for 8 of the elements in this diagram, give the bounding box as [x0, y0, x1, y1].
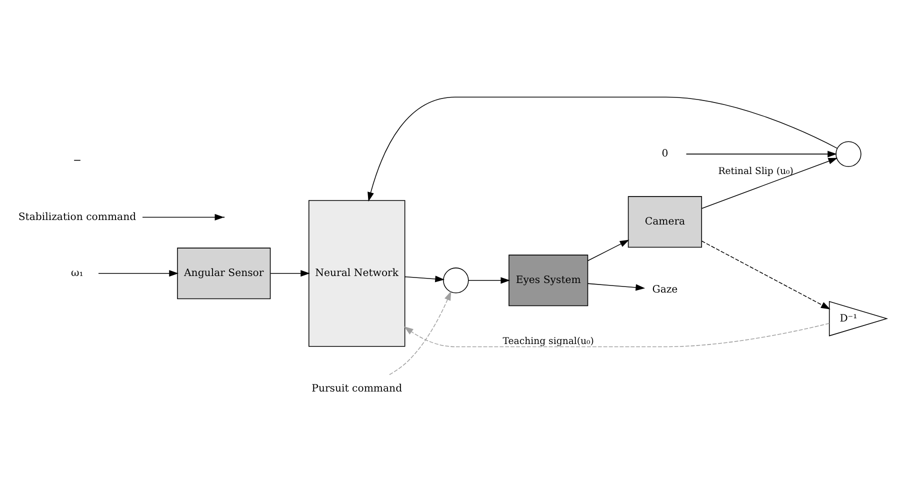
node-text: ω₁ — [71, 268, 84, 279]
node-text: Pursuit command — [312, 382, 402, 394]
edge-label: Retinal Slip (u₀) — [718, 166, 794, 177]
label: − — [72, 155, 82, 166]
node-text: 0 — [662, 148, 668, 160]
node-text: Gaze — [652, 284, 678, 295]
node-text: Stabilization command — [18, 211, 136, 222]
edge-label: Teaching signal(u₀) — [502, 336, 594, 347]
